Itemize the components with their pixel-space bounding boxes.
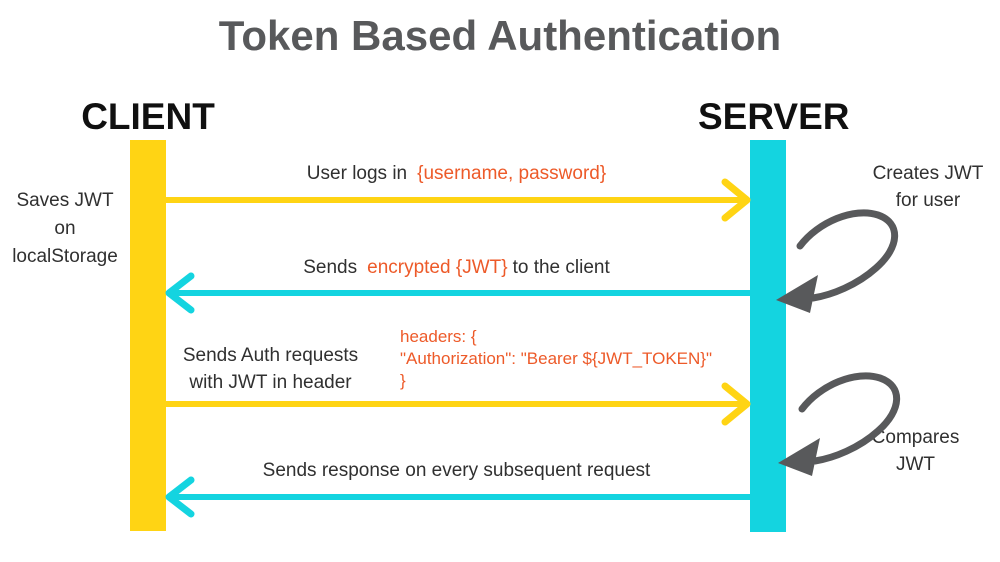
arrow-send-jwt-head: [165, 272, 195, 314]
note-line: Creates JWT: [872, 163, 984, 184]
message-auth-request-code: headers: { "Authorization": "Bearer ${JW…: [400, 326, 765, 392]
message-code: encrypted {JWT}: [367, 257, 508, 278]
message-text: Sends response on every subsequent reque…: [262, 460, 651, 481]
creates-jwt-curl-arrow: [776, 209, 899, 313]
note-line: Saves JWT: [16, 190, 114, 211]
message-text: User logs in: [306, 163, 408, 184]
note-line: for user: [895, 190, 961, 211]
code-line: "Authorization": "Bearer ${JWT_TOKEN}": [400, 349, 713, 368]
message-send-jwt-label: Sends encrypted {JWT}to the client: [165, 257, 748, 279]
note-line: Compares: [871, 427, 960, 448]
arrow-response-head: [165, 476, 195, 518]
message-login-label: User logs in {username, password}: [165, 163, 748, 185]
message-code: {username, password}: [417, 163, 607, 184]
note-line: on: [54, 218, 76, 239]
code-line: headers: {: [400, 327, 477, 346]
server-note-compares-jwt: Compares JWT: [853, 424, 978, 478]
curl-stroke: [796, 209, 899, 302]
note-line: localStorage: [12, 246, 118, 267]
message-text: to the client: [512, 257, 610, 278]
server-note-creates-jwt: Creates JWT for user: [858, 160, 998, 214]
server-actor-label: SERVER: [698, 96, 850, 137]
client-lifeline-bar: [130, 140, 166, 531]
client-note-saves-jwt: Saves JWT on localStorage: [2, 187, 128, 271]
message-auth-request-label: Sends Auth requests with JWT in header: [168, 342, 373, 396]
message-text: Sends: [303, 257, 358, 278]
code-line: }: [400, 371, 406, 390]
client-actor-label: CLIENT: [81, 96, 215, 137]
message-response-label: Sends response on every subsequent reque…: [165, 460, 748, 482]
label-line: Sends Auth requests: [182, 345, 359, 366]
note-line: JWT: [895, 454, 936, 475]
arrow-login-head: [721, 178, 751, 222]
page-title: Token Based Authentication: [218, 12, 782, 59]
label-line: with JWT in header: [189, 372, 352, 393]
